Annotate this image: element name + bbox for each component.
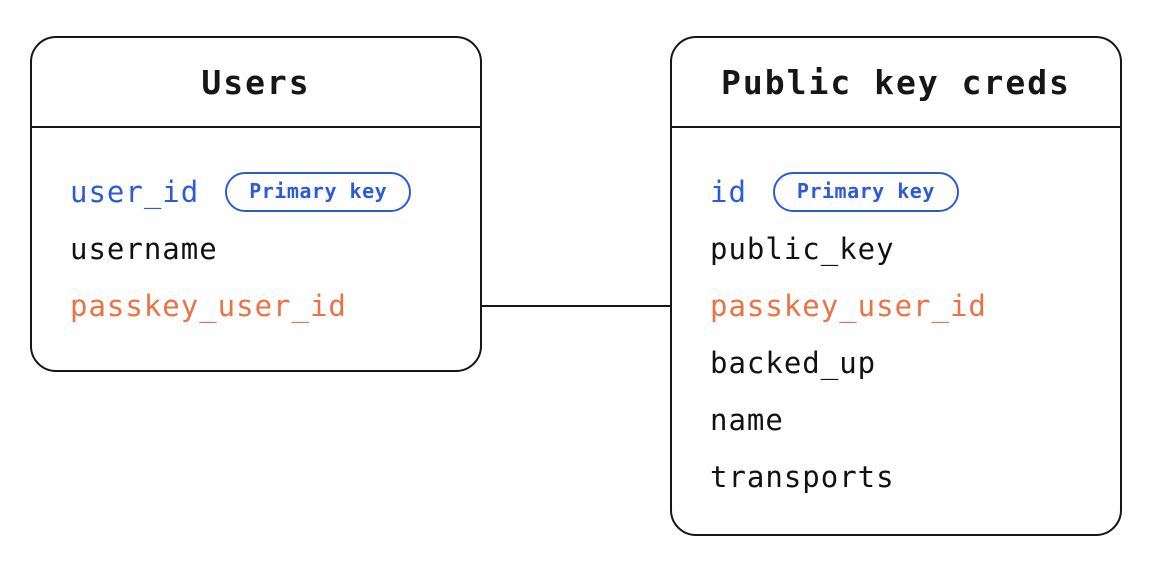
field-row: id Primary key xyxy=(710,163,1120,220)
entity-card-users: Users user_id Primary key username passk… xyxy=(30,36,482,372)
field-row: name xyxy=(710,391,1120,448)
field-name: passkey_user_id xyxy=(70,288,347,323)
entity-title: Public key creds xyxy=(721,62,1071,102)
field-name: name xyxy=(710,402,784,437)
field-name: user_id xyxy=(70,174,200,209)
primary-key-badge: Primary key xyxy=(225,171,412,212)
field-list: id Primary key public_key passkey_user_i… xyxy=(672,128,1120,505)
field-row: user_id Primary key xyxy=(70,163,480,220)
entity-header: Users xyxy=(32,38,480,128)
entity-card-public-key-creds: Public key creds id Primary key public_k… xyxy=(670,36,1122,536)
field-name: transports xyxy=(710,459,895,494)
field-name: username xyxy=(70,231,218,266)
field-name: passkey_user_id xyxy=(710,288,987,323)
field-row: transports xyxy=(710,448,1120,505)
field-row: passkey_user_id xyxy=(70,277,480,334)
field-row: public_key xyxy=(710,220,1120,277)
field-name: backed_up xyxy=(710,345,877,380)
entity-title: Users xyxy=(201,62,311,102)
field-name: public_key xyxy=(710,231,895,266)
field-name: id xyxy=(710,174,747,209)
field-row: backed_up xyxy=(710,334,1120,391)
primary-key-badge: Primary key xyxy=(772,171,959,212)
relationship-line xyxy=(480,305,672,307)
field-row: username xyxy=(70,220,480,277)
field-list: user_id Primary key username passkey_use… xyxy=(32,128,480,334)
field-row: passkey_user_id xyxy=(710,277,1120,334)
entity-header: Public key creds xyxy=(672,38,1120,128)
